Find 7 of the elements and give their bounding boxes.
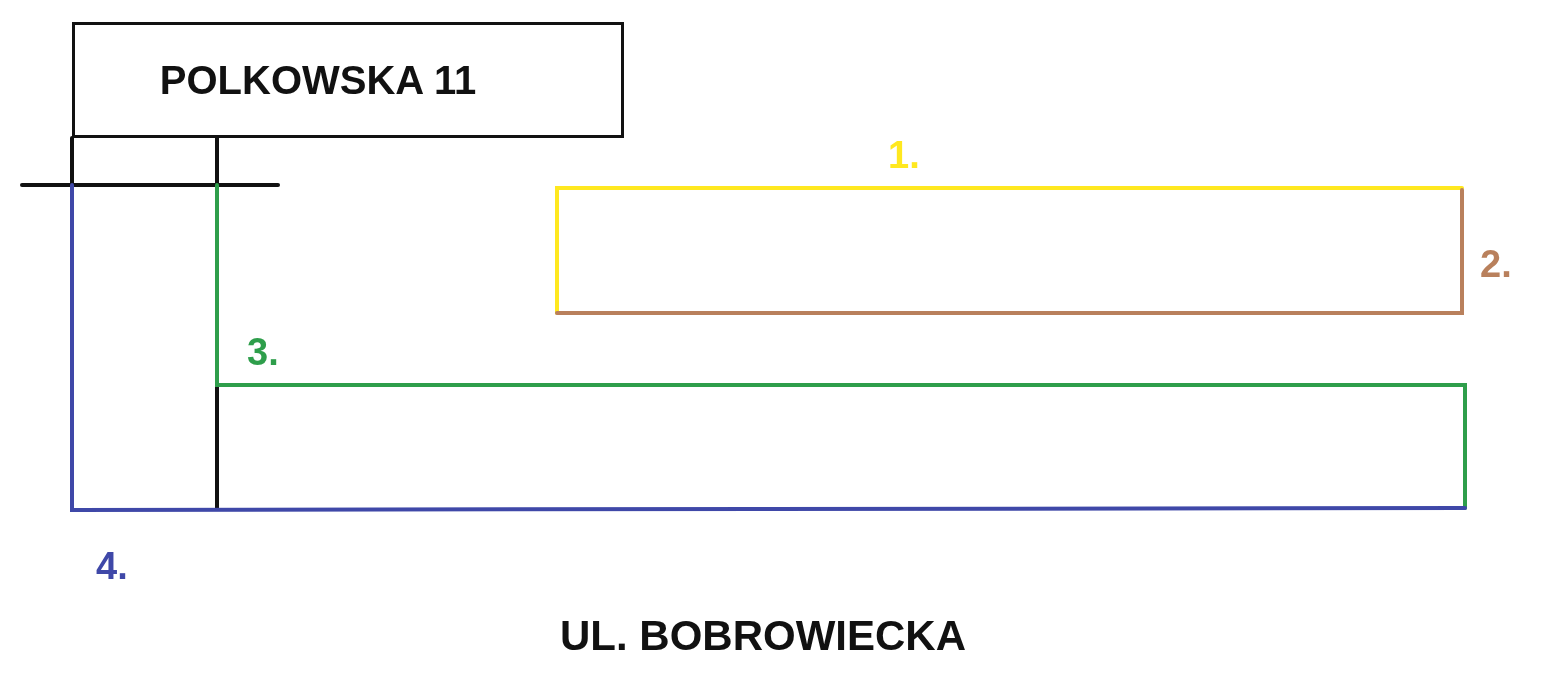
address-text: POLKOWSKA 11 bbox=[159, 57, 477, 103]
segment-number: 4. bbox=[96, 547, 128, 585]
segment-number: 1. bbox=[888, 136, 920, 174]
segment-number: 2. bbox=[1480, 245, 1512, 283]
segment-number: 3. bbox=[247, 333, 279, 371]
street-name: UL. BOBROWIECKA bbox=[560, 615, 966, 657]
building-box bbox=[72, 22, 624, 138]
